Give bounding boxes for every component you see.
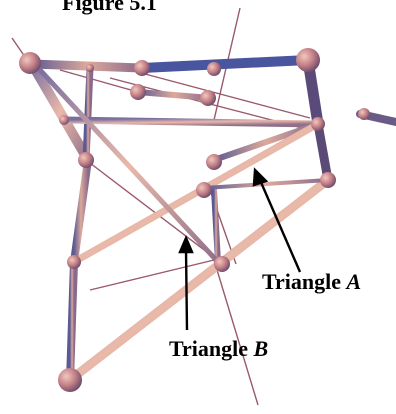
thin-line [129,69,311,119]
node [196,182,212,198]
arrowhead-b [178,234,194,254]
arrow-shaft-b [184,249,189,331]
thin-line [213,259,259,406]
triangle-a-letter: A [346,269,362,294]
rod [70,120,322,266]
nodes [19,48,370,392]
rod [70,156,92,266]
rod [37,67,221,265]
node [358,108,370,120]
rods [27,54,396,385]
node [311,117,325,131]
node [214,256,230,272]
node [59,115,69,125]
node [207,62,221,76]
triangle-a-prefix: Triangle [262,269,347,294]
rod [27,59,93,165]
rod [135,89,213,101]
node [78,152,94,168]
node [134,60,150,76]
triangle-b-letter: B [253,336,269,361]
rod [202,178,330,190]
rod [211,187,221,265]
rod [137,55,313,73]
node [19,52,41,74]
node [130,84,146,100]
annotation-arrows [178,167,302,331]
thin-line [85,159,221,263]
node [86,64,94,72]
node [67,255,81,269]
triangle-b-label: Triangle B [169,336,268,362]
triangle-a-label: Triangle A [262,269,361,295]
node [200,90,216,106]
rod [60,116,322,128]
arrowhead-a [252,167,269,187]
thin-line [59,69,139,93]
node [296,48,320,72]
node [58,368,82,392]
figure-title: Figure 5.1 [62,0,157,15]
rod [82,64,94,164]
rod [313,119,333,185]
node [206,154,222,170]
thin-line [89,259,215,291]
arrow-shaft-a [258,179,302,273]
node [320,172,336,188]
triangle-b-prefix: Triangle [169,336,254,361]
rod [65,175,333,385]
rod [66,258,78,384]
